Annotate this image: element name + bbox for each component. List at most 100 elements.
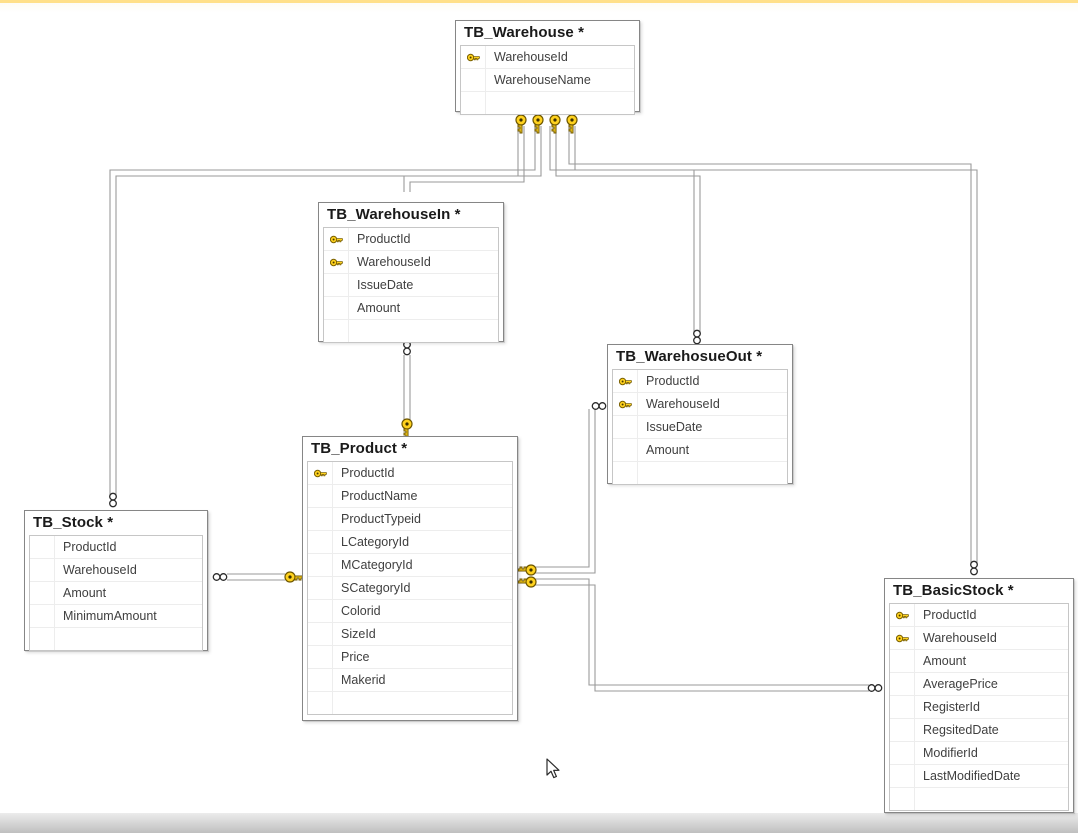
column-row[interactable]: Amount [30,582,202,605]
primary-key-icon [308,462,333,484]
column-key-slot [308,508,333,530]
column-row[interactable]: IssueDate [324,274,498,297]
column-name: Makerid [341,673,386,687]
top-haze [0,3,1078,13]
column-row[interactable]: WarehouseId [324,251,498,274]
column-row[interactable]: AveragePrice [890,673,1068,696]
column-row[interactable]: MCategoryId [308,554,512,577]
column-row[interactable]: MinimumAmount [30,605,202,628]
column-row[interactable]: SCategoryId [308,577,512,600]
column-key-slot [308,577,333,599]
column-key-slot [308,600,333,622]
column-row[interactable]: Amount [613,439,787,462]
primary-key-icon [613,370,638,392]
column-key-slot [324,320,349,342]
column-key-slot [613,462,638,484]
column-row[interactable]: ProductId [613,370,787,393]
column-row[interactable]: Price [308,646,512,669]
column-row[interactable]: SizeId [308,623,512,646]
column-row[interactable]: Colorid [308,600,512,623]
primary-key-icon [613,393,638,415]
column-key-slot [890,742,915,764]
column-name: ProductId [923,608,977,622]
column-key-slot [613,439,638,461]
column-name: ProductId [63,540,117,554]
column-row[interactable]: ProductId [890,604,1068,627]
key-icon [401,418,413,438]
column-row[interactable]: ProductId [324,228,498,251]
column-name: ProductId [357,232,411,246]
column-name: ProductName [341,489,418,503]
primary-key-icon [461,46,486,68]
column-key-slot [461,69,486,91]
infinity-icon [403,340,411,356]
table-title: TB_WarehosueOut * [608,345,792,369]
column-row[interactable]: ProductId [30,536,202,559]
column-key-slot [308,669,333,691]
column-row[interactable]: Makerid [308,669,512,692]
column-key-slot [324,297,349,319]
column-row[interactable]: LastModifiedDate [890,765,1068,788]
column-name: ProductId [341,466,395,480]
column-row[interactable]: ProductName [308,485,512,508]
infinity-icon [109,492,117,508]
column-name: MCategoryId [341,558,413,572]
column-row[interactable]: ModifierId [890,742,1068,765]
column-key-slot [308,623,333,645]
bottom-status-bar [0,813,1078,833]
rel-product-warehosueout [534,409,596,574]
empty-column-row[interactable] [30,628,202,650]
column-key-slot [308,531,333,553]
column-name: SCategoryId [341,581,411,595]
column-row[interactable]: ProductTypeid [308,508,512,531]
empty-column-row[interactable] [308,692,512,714]
column-key-slot [30,536,55,558]
column-row[interactable]: RegsitedDate [890,719,1068,742]
column-row[interactable]: ProductId [308,462,512,485]
rel-product-basicstock [534,578,869,692]
many-side-infinity-endpoints [109,329,978,692]
column-key-slot [324,274,349,296]
rel-warehouse-basicstock [568,126,978,565]
empty-column-row[interactable] [890,788,1068,810]
column-key-slot [308,646,333,668]
column-name: Amount [63,586,107,600]
empty-column-row[interactable] [613,462,787,484]
column-name: WarehouseId [646,397,720,411]
column-row[interactable]: WarehouseId [613,393,787,416]
empty-column-row[interactable] [324,320,498,342]
rel-warehouse-warehousein [403,126,525,192]
column-name: WarehouseName [494,73,591,87]
column-row[interactable]: WarehouseId [30,559,202,582]
column-name: Amount [357,301,401,315]
column-name: AveragePrice [923,677,998,691]
column-row[interactable]: Amount [890,650,1068,673]
column-name: WarehouseId [494,50,568,64]
column-row[interactable]: WarehouseId [890,627,1068,650]
table-title: TB_BasicStock * [885,579,1073,603]
column-row[interactable]: IssueDate [613,416,787,439]
column-name: WarehouseId [357,255,431,269]
empty-column-row[interactable] [461,92,634,114]
column-row[interactable]: LCategoryId [308,531,512,554]
table-title: TB_Warehouse * [456,21,639,45]
column-name: ProductId [646,374,700,388]
column-row[interactable]: Amount [324,297,498,320]
column-row[interactable]: WarehouseName [461,69,634,92]
column-row[interactable]: RegisterId [890,696,1068,719]
primary-key-icon [890,604,915,626]
table-title: TB_WarehouseIn * [319,203,503,227]
column-row[interactable]: WarehouseId [461,46,634,69]
column-key-slot [308,692,333,714]
